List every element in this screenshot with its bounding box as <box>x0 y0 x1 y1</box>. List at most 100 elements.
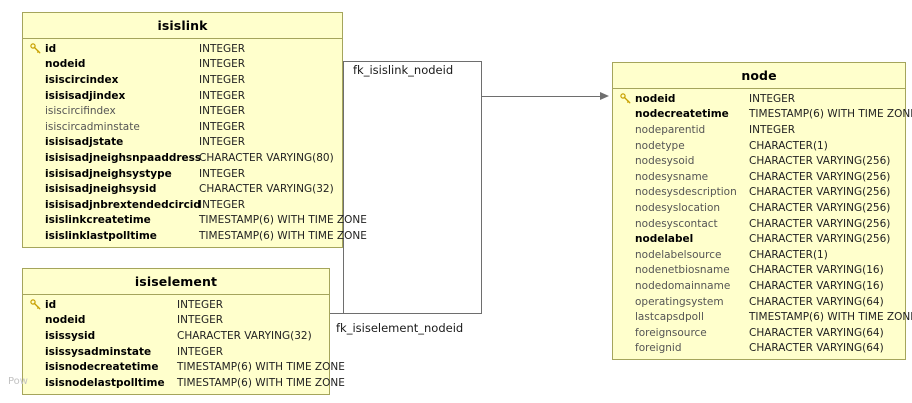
relationship-label-fk-isiselement-nodeid: fk_isiselement_nodeid <box>336 321 464 335</box>
column-name: isiscircadminstate <box>45 120 140 133</box>
column-type: TIMESTAMP(6) WITH TIME ZONE <box>749 108 912 121</box>
table-row[interactable]: isiscircadminstate INTEGER <box>23 119 342 135</box>
table-row[interactable]: lastcapsdpoll TIMESTAMP(6) WITH TIME ZON… <box>613 309 912 325</box>
entity-isislink[interactable]: isislink id INTEGER nodeid INTEGER <box>22 12 367 248</box>
table-row[interactable]: nodedomainname CHARACTER VARYING(16) <box>613 278 905 294</box>
primary-key-icon <box>23 299 45 311</box>
column-name: isisisadjneighsysid <box>45 183 157 196</box>
column-name: nodecreatetime <box>635 108 729 121</box>
column-name: isisnodecreatetime <box>45 361 159 374</box>
table-row[interactable]: isiscircifindex INTEGER <box>23 103 342 119</box>
table-row[interactable]: nodeid INTEGER <box>613 91 905 107</box>
column-name: isiscircifindex <box>45 105 116 118</box>
column-name: nodesyslocation <box>635 201 721 214</box>
column-name: nodeid <box>45 58 86 71</box>
table-row[interactable]: isiscircindex INTEGER <box>23 72 342 88</box>
table-row[interactable]: nodesysoid CHARACTER VARYING(256) <box>613 153 905 169</box>
table-row[interactable]: isisisadjneighsystype INTEGER <box>23 166 342 182</box>
column-type: INTEGER <box>749 92 796 105</box>
table-row[interactable]: nodeid INTEGER <box>23 57 342 73</box>
column-type: INTEGER <box>199 105 246 118</box>
table-row[interactable]: nodesyscontact CHARACTER VARYING(256) <box>613 216 905 232</box>
column-name: isisisadjindex <box>45 89 126 102</box>
column-type: INTEGER <box>177 298 224 311</box>
column-type: INTEGER <box>199 58 246 71</box>
column-type: CHARACTER(1) <box>749 139 828 152</box>
table-row[interactable]: nodesysname CHARACTER VARYING(256) <box>613 169 905 185</box>
column-type: CHARACTER VARYING(32) <box>199 183 334 196</box>
entity-columns-node: nodeid INTEGER nodecreatetime TIMESTAMP(… <box>613 89 912 359</box>
table-row[interactable]: isisnodelastpolltime TIMESTAMP(6) WITH T… <box>23 375 345 391</box>
column-type: INTEGER <box>199 42 246 55</box>
column-type: INTEGER <box>199 136 246 149</box>
column-name: id <box>45 42 57 55</box>
column-name: nodesysoid <box>635 155 695 168</box>
connector-arrowhead <box>600 92 609 100</box>
table-row[interactable]: isissysid CHARACTER VARYING(32) <box>23 328 329 344</box>
table-row[interactable]: foreignid CHARACTER VARYING(64) <box>613 341 905 357</box>
column-type: INTEGER <box>749 123 796 136</box>
column-name: lastcapsdpoll <box>635 311 704 324</box>
column-type: CHARACTER VARYING(256) <box>749 233 891 246</box>
table-row[interactable]: isislinklastpolltime TIMESTAMP(6) WITH T… <box>23 228 367 244</box>
column-type: TIMESTAMP(6) WITH TIME ZONE <box>199 214 367 227</box>
column-type: TIMESTAMP(6) WITH TIME ZONE <box>199 229 367 242</box>
connector-top-segment <box>343 61 482 62</box>
table-row[interactable]: isissysadminstate INTEGER <box>23 344 329 360</box>
column-name: nodeid <box>45 314 86 327</box>
connector-right-riser <box>481 61 482 314</box>
table-row[interactable]: nodesysdescription CHARACTER VARYING(256… <box>613 185 905 201</box>
table-row[interactable]: nodelabelsource CHARACTER(1) <box>613 247 905 263</box>
table-row[interactable]: isisisadjneighsysid CHARACTER VARYING(32… <box>23 181 342 197</box>
table-row[interactable]: isisnodecreatetime TIMESTAMP(6) WITH TIM… <box>23 359 345 375</box>
column-type: TIMESTAMP(6) WITH TIME ZONE <box>177 376 345 389</box>
column-name: nodelabelsource <box>635 248 722 261</box>
column-type: INTEGER <box>199 167 246 180</box>
column-name: nodelabel <box>635 233 694 246</box>
table-row[interactable]: nodenetbiosname CHARACTER VARYING(16) <box>613 263 905 279</box>
column-name: foreignsource <box>635 326 707 339</box>
column-name: isisisadjnbrextendedcircid <box>45 198 201 211</box>
table-row[interactable]: isisisadjnbrextendedcircid INTEGER <box>23 197 342 213</box>
connector-bottom-segment <box>330 313 482 314</box>
table-row[interactable]: nodetype CHARACTER(1) <box>613 138 905 154</box>
table-row[interactable]: nodeid INTEGER <box>23 313 329 329</box>
column-type: CHARACTER VARYING(256) <box>749 201 891 214</box>
table-row[interactable]: foreignsource CHARACTER VARYING(64) <box>613 325 905 341</box>
column-type: TIMESTAMP(6) WITH TIME ZONE <box>177 361 345 374</box>
column-name: isissysid <box>45 329 96 342</box>
column-type: INTEGER <box>199 73 246 86</box>
column-name: isisisadjstate <box>45 136 124 149</box>
table-row[interactable]: operatingsystem CHARACTER VARYING(64) <box>613 294 905 310</box>
table-row[interactable]: isislinkcreatetime TIMESTAMP(6) WITH TIM… <box>23 213 367 229</box>
table-row[interactable]: isisisadjneighsnpaaddress CHARACTER VARY… <box>23 150 342 166</box>
table-row[interactable]: nodecreatetime TIMESTAMP(6) WITH TIME ZO… <box>613 107 912 123</box>
table-row[interactable]: id INTEGER <box>23 41 342 57</box>
connector-arrow-run <box>481 96 603 97</box>
table-row[interactable]: id INTEGER <box>23 297 329 313</box>
column-name: isislinklastpolltime <box>45 229 157 242</box>
column-name: isisisadjneighsnpaaddress <box>45 151 202 164</box>
column-type: INTEGER <box>199 89 246 102</box>
table-row[interactable]: isisisadjindex INTEGER <box>23 88 342 104</box>
table-row[interactable]: nodelabel CHARACTER VARYING(256) <box>613 231 905 247</box>
table-row[interactable]: nodeparentid INTEGER <box>613 122 905 138</box>
table-row[interactable]: isisisadjstate INTEGER <box>23 135 342 151</box>
entity-node[interactable]: node nodeid INTEGER nodecreatetime TIMES… <box>612 62 912 361</box>
column-type: INTEGER <box>199 198 246 211</box>
entity-columns-isiselement: id INTEGER nodeid INTEGER isissysid CHAR… <box>23 295 345 394</box>
column-type: INTEGER <box>199 120 246 133</box>
column-type: CHARACTER(1) <box>749 248 828 261</box>
column-name: nodenetbiosname <box>635 264 730 277</box>
column-name: nodetype <box>635 139 685 152</box>
entity-isiselement[interactable]: isiselement id INTEGER nodeid INTEGER <box>22 268 345 395</box>
column-type: CHARACTER VARYING(256) <box>749 217 891 230</box>
column-type: CHARACTER VARYING(64) <box>749 326 884 339</box>
table-row[interactable]: nodesyslocation CHARACTER VARYING(256) <box>613 200 905 216</box>
column-type: CHARACTER VARYING(16) <box>749 264 884 277</box>
column-type: INTEGER <box>177 314 224 327</box>
column-name: nodesyscontact <box>635 217 718 230</box>
primary-key-icon <box>613 93 635 105</box>
entity-title-node: node <box>613 63 905 89</box>
